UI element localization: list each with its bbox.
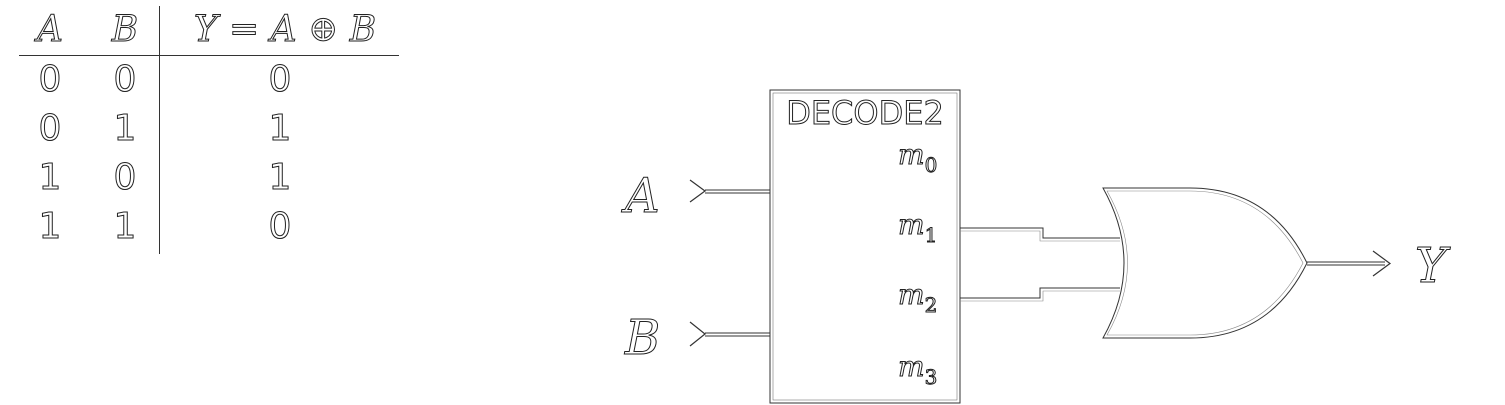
decoder-output-m3: m3 xyxy=(898,350,937,389)
m2-wire-inner xyxy=(960,290,1120,302)
or-gate-inner xyxy=(1106,190,1304,336)
output-label-y: Y xyxy=(1415,238,1451,294)
truth-table: A B Y = A ⊕ B 0 0 0 0 1 1 1 0 1 1 1 0 xyxy=(15,0,400,262)
cell-r2-b: 0 xyxy=(113,157,137,198)
decoder-block xyxy=(769,89,961,404)
input-b-arrow xyxy=(689,321,706,347)
cell-r3-y: 0 xyxy=(268,206,292,247)
decoder-output-m1: m1 xyxy=(898,208,937,247)
cell-r0-y: 0 xyxy=(268,59,292,100)
cell-r0-a: 0 xyxy=(38,59,62,100)
header-a: A xyxy=(37,9,64,50)
cell-r3-b: 1 xyxy=(113,206,137,247)
cell-r2-a: 1 xyxy=(38,157,62,198)
cell-r1-b: 1 xyxy=(113,108,137,149)
cell-r3-a: 1 xyxy=(38,206,62,247)
or-gate xyxy=(1102,187,1308,339)
table-header-rule xyxy=(19,55,399,56)
cell-r1-a: 0 xyxy=(38,108,62,149)
decoder-title: DECODE2 xyxy=(786,94,944,132)
cell-r0-b: 0 xyxy=(113,59,137,100)
output-arrow xyxy=(1372,250,1392,277)
m2-wire xyxy=(960,287,1120,299)
decoder-output-m0: m0 xyxy=(898,138,937,177)
input-label-b: B xyxy=(624,310,660,366)
cell-r2-y: 1 xyxy=(268,157,292,198)
table-column-rule xyxy=(159,6,160,254)
cell-r1-y: 1 xyxy=(268,108,292,149)
input-label-a: A xyxy=(621,168,660,224)
header-y: Y = A ⊕ B xyxy=(193,9,377,50)
header-b: B xyxy=(111,9,139,50)
decoder-block-inner xyxy=(772,92,958,401)
decoder-output-m2: m2 xyxy=(898,278,937,317)
input-a-arrow xyxy=(689,179,707,203)
m1-wire-inner xyxy=(960,230,1120,242)
m1-wire xyxy=(960,227,1120,239)
